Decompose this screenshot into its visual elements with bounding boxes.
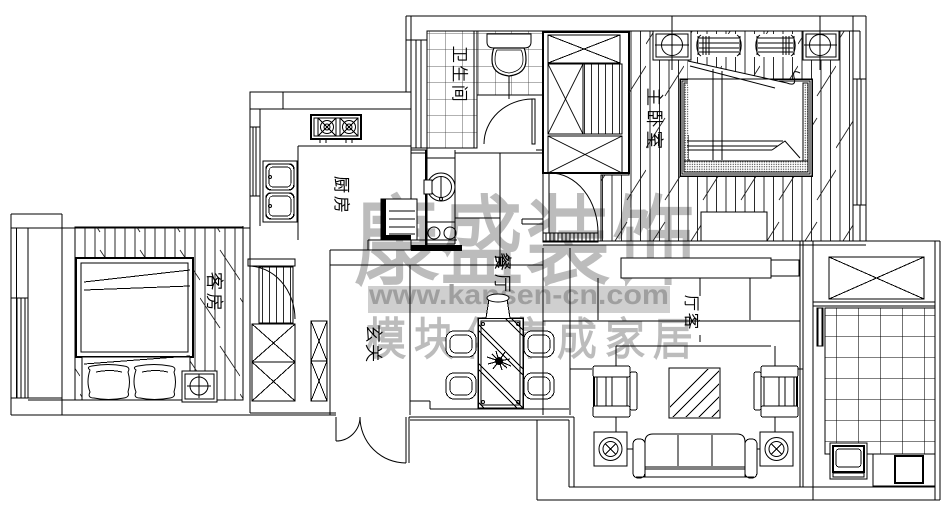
svg-text:www.kansen-cn.com: www.kansen-cn.com <box>368 279 669 310</box>
